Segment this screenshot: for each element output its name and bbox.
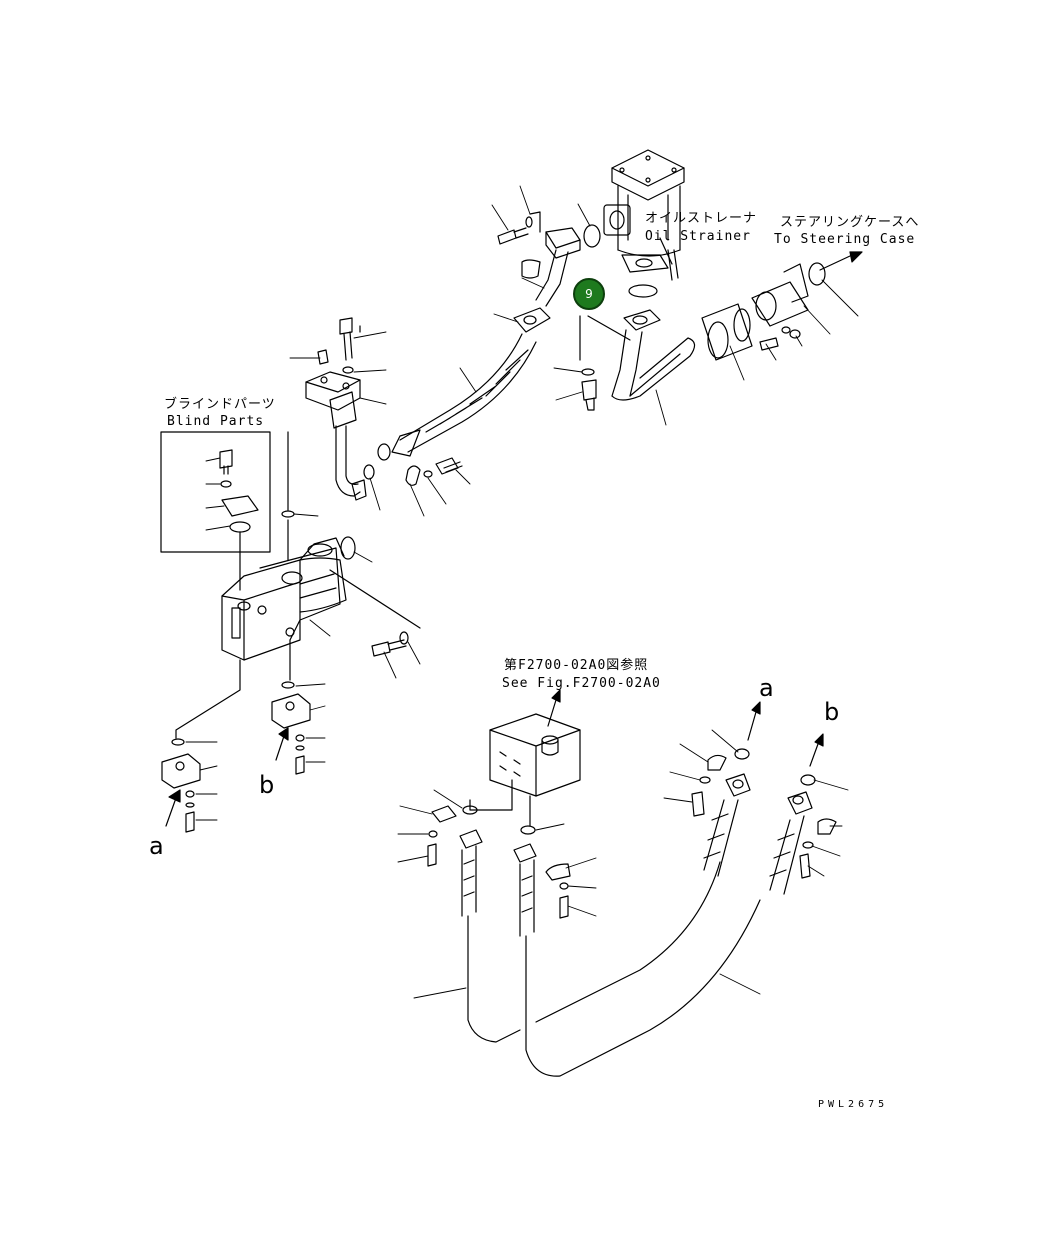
blind-parts-box bbox=[160, 431, 271, 553]
see-fig-label-jp: 第F2700-02A0図参照 bbox=[504, 658, 649, 673]
pump-suction-pipe bbox=[305, 317, 367, 501]
hydraulic-pump bbox=[221, 536, 356, 661]
ref-b-right: b bbox=[824, 698, 840, 726]
ref-a-left: a bbox=[149, 832, 164, 860]
steering-coupling bbox=[701, 262, 826, 361]
valve-block bbox=[469, 689, 581, 827]
drawing-code: PWL2675 bbox=[818, 1099, 889, 1110]
elbow-pipe bbox=[513, 227, 581, 333]
reference-arrows-right bbox=[747, 701, 824, 767]
oil-strainer-label-en: Oil Strainer bbox=[645, 229, 751, 244]
bolts-upper bbox=[497, 216, 658, 298]
destination-pointers bbox=[659, 237, 863, 271]
leader-lines bbox=[185, 185, 859, 821]
blind-parts-label-jp: ブラインドパーツ bbox=[164, 397, 276, 412]
part-callout-marker[interactable]: 9 bbox=[573, 278, 605, 310]
connector-lines bbox=[175, 211, 631, 739]
see-fig-label-en: See Fig.F2700-02A0 bbox=[502, 676, 661, 691]
steering-case-label-en: To Steering Case bbox=[774, 232, 916, 247]
ref-a-right: a bbox=[759, 674, 774, 702]
oil-strainer-label-jp: オイルストレーナ bbox=[645, 211, 758, 226]
leader-lines-lower bbox=[397, 729, 849, 999]
steering-case-label-jp: ステアリングケースへ bbox=[780, 215, 920, 230]
strainer-pipe bbox=[581, 309, 696, 411]
lower-hoses bbox=[427, 748, 837, 1077]
pump-side-blocks bbox=[161, 631, 409, 833]
upper-hose bbox=[377, 333, 537, 461]
reference-arrows-left bbox=[165, 727, 289, 827]
small-fittings-upper bbox=[363, 457, 463, 486]
ref-b-left: b bbox=[259, 771, 275, 799]
oil-strainer bbox=[603, 149, 685, 281]
blind-parts-label-en: Blind Parts bbox=[167, 414, 265, 429]
